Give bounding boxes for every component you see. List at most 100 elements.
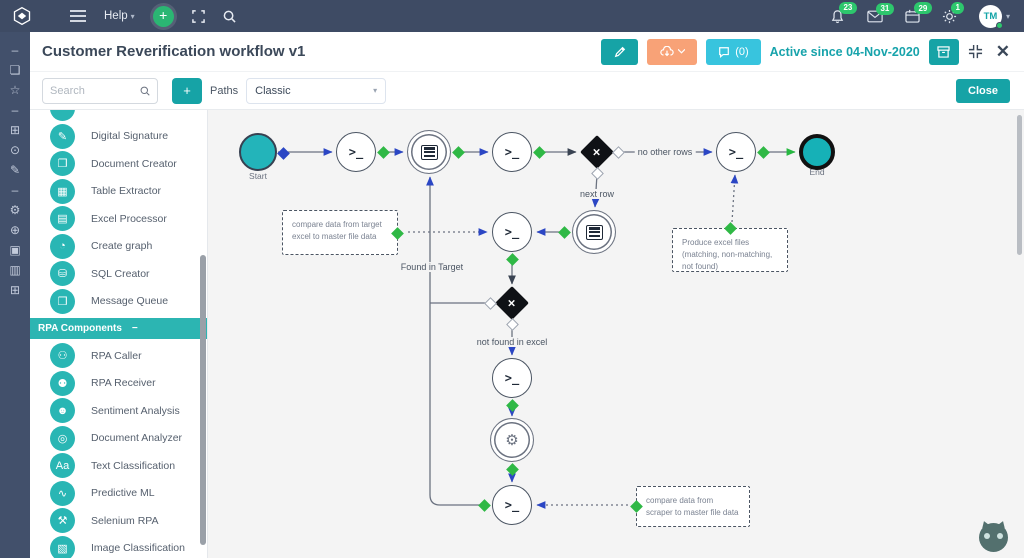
sidebar-item[interactable]: ◎ Document Analyzer [30,425,207,453]
messages-badge: 31 [875,2,894,15]
end-node[interactable]: End [799,134,835,177]
processor-node-gear[interactable]: ⚙ [490,418,534,476]
annotation-note[interactable]: compare data from target excel to master… [282,210,404,255]
excel-processor-node-1[interactable] [407,130,465,174]
workflow-canvas[interactable]: no other rows next row Found in Target n… [208,110,1024,558]
component-icon: ◎ [50,425,75,451]
x-icon: × [593,144,601,160]
comments-button[interactable]: (0) [706,38,761,65]
component-icon: ❐ [50,151,75,177]
globe-icon[interactable]: ⊕ [9,223,21,237]
sidebar-item[interactable]: ◔ Create graph [30,233,207,261]
component-icon: ▤ [50,206,75,232]
terminal-node-3[interactable]: >_ [716,132,770,172]
canvas-toolbar: + Paths Classic ▾ Close [30,72,1024,110]
app-logo-icon[interactable] [10,4,34,28]
sidebar-item[interactable]: ❐ Document Creator [30,150,207,178]
add-path-button[interactable]: + [172,77,202,104]
start-node[interactable]: Start [239,133,290,181]
list-icon [420,144,438,160]
terminal-node-5[interactable]: >_ [492,358,532,412]
layout-select[interactable]: Classic ▾ [246,77,387,104]
briefcase-icon[interactable]: ▣ [9,243,21,257]
folder-icon[interactable]: ❏ [9,63,21,77]
search-input[interactable] [50,84,136,97]
paths-label: Paths [210,84,239,97]
search-icon[interactable] [223,10,236,23]
sidebar-item[interactable]: ☻ Sentiment Analysis [30,397,207,425]
canvas-scrollbar[interactable] [1017,115,1022,255]
avatar: TM [978,4,1003,29]
help-menu[interactable]: Help ▾ [104,10,135,22]
hamburger-menu-icon[interactable] [70,10,86,22]
user-menu[interactable]: TM ▾ [978,4,1010,29]
edge-label-found-in-target: Found in Target [397,262,467,272]
divider[interactable]: – [11,43,19,57]
sidebar-item[interactable]: ⛁ SQL Creator [30,260,207,288]
sidebar-item[interactable]: ❒ Message Queue [30,288,207,316]
create-new-button[interactable]: + [152,5,174,27]
sidebar-item[interactable]: Aa Text Classification [30,452,207,480]
search-input-wrap [42,77,158,104]
pencil-icon [614,46,625,57]
chart-icon[interactable]: ▥ [9,263,21,277]
terminal-node-1[interactable]: >_ [336,132,390,172]
decision-node-2[interactable]: × [484,286,529,331]
sidebar-section-rpa-components[interactable]: RPA Components − [30,318,207,339]
settings-icon[interactable]: ⚙ [9,203,21,217]
divider[interactable]: – [11,103,19,117]
publish-dropdown-button[interactable] [647,38,698,65]
edit-workflow-button[interactable] [601,38,639,65]
component-icon: ⚇ [50,343,75,369]
close-editor-button[interactable]: Close [956,78,1010,103]
schedule-badge: 29 [913,2,932,14]
list-icon [585,224,603,240]
component-icon: ✎ [50,123,75,149]
terminal-node-4[interactable]: >_ [492,212,532,266]
sidebar-scrollbar[interactable] [200,255,206,545]
sidebar-item[interactable]: ▦ Table Extractor [30,178,207,206]
component-icon: ∿ [50,480,75,506]
top-navbar: Help ▾ + 23 31 29 1 TM ▾ [0,0,1024,32]
target-icon[interactable]: ⊙ [9,143,21,157]
edit-icon[interactable]: ✎ [9,163,21,177]
decision-node-1[interactable]: × [580,135,625,180]
sidebar-item[interactable]: ⚒ Selenium RPA [30,507,207,535]
node-label: Start [249,170,267,181]
sidebar-item[interactable]: ▧ Image Classification [30,535,207,558]
x-icon: × [508,295,516,311]
schedule-calendar-icon[interactable]: 29 [905,2,932,23]
updates-badge: 1 [950,1,965,14]
divider[interactable]: – [11,183,19,197]
fullscreen-icon[interactable] [191,9,205,23]
qr-grid-icon[interactable]: ⊞ [9,283,21,297]
star-icon[interactable]: ☆ [9,83,21,97]
annotation-note[interactable]: compare data from scraper to master file… [630,486,750,527]
chatbot-button[interactable] [979,519,1008,552]
notifications-bell-icon[interactable]: 23 [830,1,857,24]
sidebar-item[interactable]: ⚉ RPA Receiver [30,370,207,398]
online-status-dot [995,21,1003,29]
annotation-note[interactable]: Produce excel files (matching, non-match… [672,222,788,272]
updates-sun-icon[interactable]: 1 [942,1,965,24]
excel-processor-node-2[interactable] [558,210,616,254]
messages-envelope-icon[interactable]: 31 [867,2,894,23]
terminal-node-6[interactable]: >_ [478,485,532,525]
sidebar-item[interactable]: ⚇ RPA Caller [30,342,207,370]
workflow-edges [278,148,796,509]
sidebar-item[interactable]: ▤ Excel Processor [30,205,207,233]
sidebar-item[interactable]: ∿ Predictive ML [30,480,207,508]
close-window-icon[interactable]: ✕ [995,41,1010,61]
sidebar-item[interactable]: ✎ Digital Signature [30,123,207,151]
node-label: End [809,167,825,178]
component-icon: ⚒ [50,508,75,534]
gear-icon: ⚙ [505,432,519,449]
archive-button[interactable] [928,38,959,65]
terminal-node-2[interactable]: >_ [492,132,546,172]
component-icon: ⛁ [50,261,75,287]
chevron-down-icon: ▾ [1005,11,1010,21]
collapse-window-icon[interactable] [968,44,983,59]
component-icon: ☻ [50,398,75,424]
apps-grid-icon[interactable]: ⊞ [9,123,21,137]
component-icon: ⚉ [50,370,75,396]
